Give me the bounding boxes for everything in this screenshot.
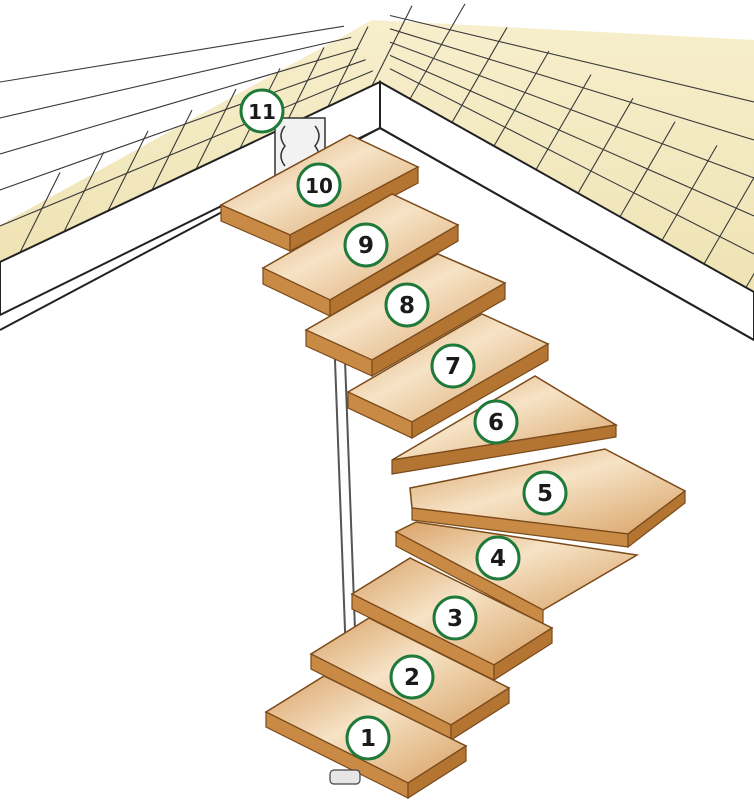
step-number-10: 10 (305, 174, 333, 198)
tile-line (389, 14, 754, 103)
tile-grid (0, 3, 754, 288)
tile-line (283, 47, 325, 128)
step-badge-1: 1 (345, 715, 391, 761)
tile-line (327, 26, 369, 107)
step-badge-10: 10 (296, 162, 342, 208)
step-number-1: 1 (360, 726, 376, 752)
tile-line (703, 176, 754, 265)
step-number-9: 9 (358, 233, 374, 259)
step-badge-6: 6 (473, 399, 519, 445)
step-badge-9: 9 (343, 222, 389, 268)
step-badge-2: 2 (389, 654, 435, 700)
step-number-3: 3 (447, 606, 463, 632)
tile-line (151, 109, 193, 191)
tile-line (409, 3, 466, 100)
step-number-4: 4 (490, 546, 506, 572)
step-badge-7: 7 (430, 343, 476, 389)
tile-line (63, 151, 105, 232)
tile-line (493, 50, 550, 147)
tile-line (389, 41, 754, 179)
stair-foot (329, 769, 361, 785)
tile-line (577, 97, 634, 194)
tile-line (619, 121, 676, 218)
tile-line (0, 47, 359, 155)
step-badge-3: 3 (432, 595, 478, 641)
step-number-2: 2 (404, 665, 420, 691)
tile-line (0, 36, 352, 119)
upper-floor (0, 3, 754, 292)
step-number-8: 8 (399, 293, 415, 319)
step-number-6: 6 (488, 410, 504, 436)
tile-line (535, 74, 592, 170)
step-number-7: 7 (445, 354, 461, 380)
tile-line (107, 130, 149, 212)
tile-line (451, 27, 508, 123)
tile-line (0, 59, 366, 191)
tile-line (0, 70, 374, 227)
step-badge-4: 4 (475, 535, 521, 581)
step-badge-5: 5 (522, 470, 568, 516)
tile-line (389, 54, 754, 217)
step-badge-11: 11 (239, 88, 285, 134)
tile-line (19, 172, 61, 253)
tile-line (389, 28, 754, 141)
step-number-11: 11 (248, 100, 276, 124)
floor-tiles-left (0, 20, 380, 262)
tile-line (195, 88, 237, 170)
step-badges: 1 2 3 4 5 6 7 8 (239, 88, 568, 761)
step-badge-8: 8 (384, 282, 430, 328)
tile-line (661, 145, 718, 241)
floor-tiles-right (372, 20, 754, 292)
tile-line (389, 68, 754, 255)
tile-line (0, 25, 345, 83)
step-number-5: 5 (537, 481, 553, 507)
